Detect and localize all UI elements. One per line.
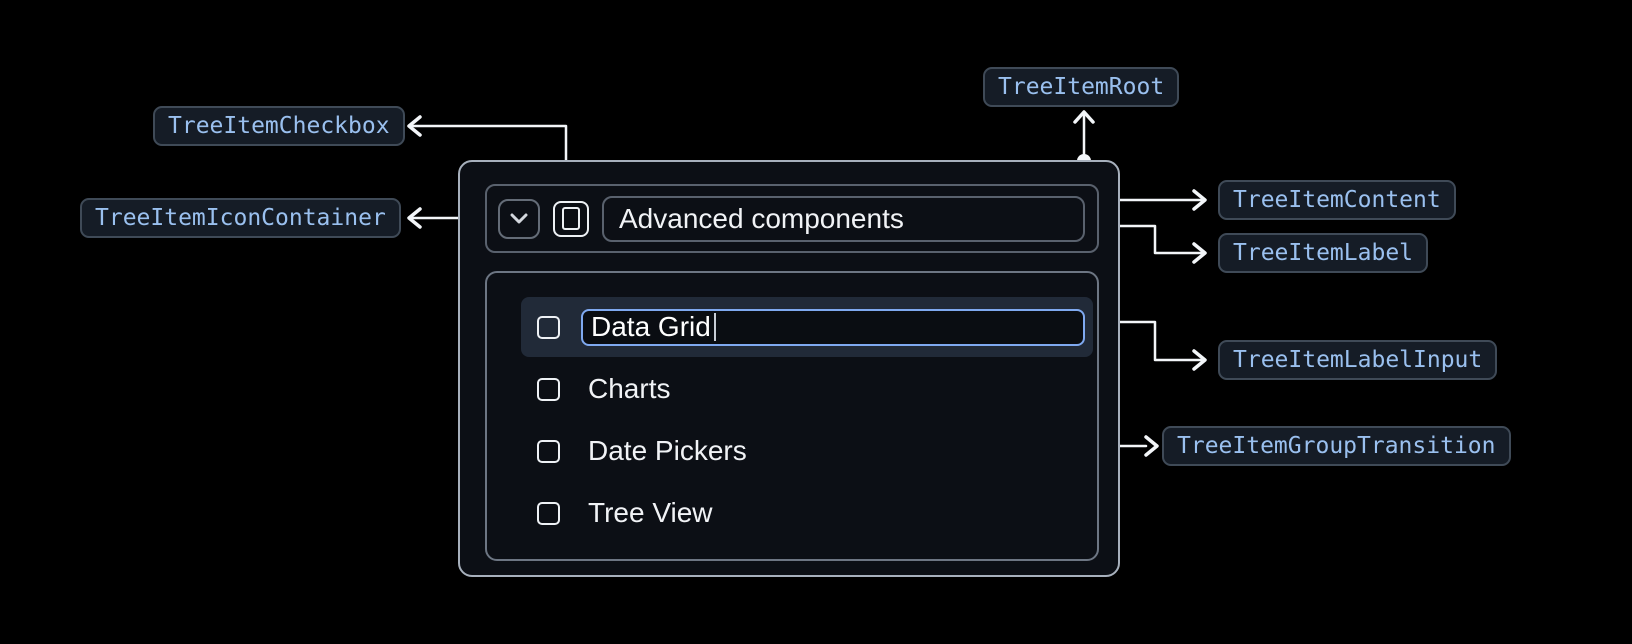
tree-item-row[interactable]: Tree View — [487, 483, 1097, 543]
tree-item-icon-container[interactable] — [498, 198, 540, 239]
tree-item-group-transition: Data Grid Charts Date Pickers Tree View — [485, 271, 1099, 561]
label-input-value: Data Grid — [591, 311, 711, 342]
annotation-label: TreeItemLabel — [1233, 240, 1414, 266]
annotation-label: TreeItemGroupTransition — [1177, 433, 1496, 459]
tree-item-label-text: Tree View — [588, 497, 713, 528]
annotation-tree-item-label-input: TreeItemLabelInput — [1218, 340, 1498, 380]
text-caret — [713, 313, 716, 341]
chevron-down-icon — [510, 213, 528, 224]
annotation-tree-item-icon-container: TreeItemIconContainer — [80, 198, 401, 238]
tree-item-row[interactable]: Date Pickers — [487, 421, 1097, 481]
checkbox-unchecked-icon[interactable] — [537, 377, 560, 401]
annotation-label: TreeItemRoot — [998, 74, 1165, 100]
checkbox-unchecked-icon — [562, 207, 580, 230]
annotation-tree-item-group-transition: TreeItemGroupTransition — [1162, 426, 1511, 466]
annotation-label: TreeItemIconContainer — [95, 205, 386, 231]
annotation-tree-item-root: TreeItemRoot — [983, 67, 1180, 107]
annotation-label: TreeItemCheckbox — [168, 113, 390, 139]
tree-item-checkbox[interactable] — [553, 200, 589, 237]
tree-item-row-editing[interactable]: Data Grid — [521, 297, 1093, 357]
tree-item-label-text: Charts — [588, 373, 671, 404]
annotation-tree-item-checkbox: TreeItemCheckbox — [153, 106, 405, 146]
annotation-tree-item-label: TreeItemLabel — [1218, 233, 1429, 273]
tree-item-label-text: Date Pickers — [588, 435, 747, 466]
checkbox-unchecked-icon[interactable] — [537, 439, 560, 463]
tree-item-row[interactable]: Charts — [487, 359, 1097, 419]
tree-item-label-text: Advanced components — [619, 202, 904, 234]
tree-item-label-input[interactable]: Data Grid — [581, 308, 1085, 346]
checkbox-unchecked-icon[interactable] — [537, 315, 560, 339]
annotation-label: TreeItemLabelInput — [1233, 347, 1483, 373]
annotation-tree-item-content: TreeItemContent — [1218, 180, 1456, 220]
tree-item-content[interactable]: Advanced components — [485, 184, 1099, 253]
tree-item-label[interactable]: Advanced components — [602, 195, 1085, 242]
annotation-label: TreeItemContent — [1233, 187, 1441, 213]
checkbox-unchecked-icon[interactable] — [537, 501, 560, 525]
tree-item-root: Advanced components Data Grid Charts Dat… — [458, 160, 1120, 577]
